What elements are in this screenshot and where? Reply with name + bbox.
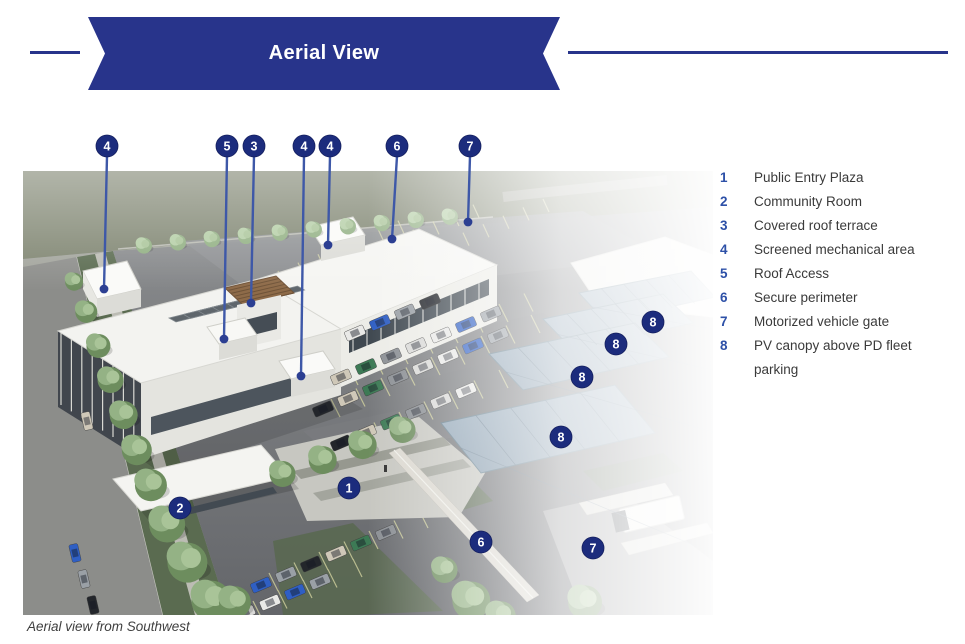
callout-marker-6 — [385, 134, 409, 158]
aerial-rendering-image — [23, 171, 713, 615]
legend-number: 4 — [720, 242, 728, 257]
legend-label: PV canopy above PD fleet parking — [754, 338, 912, 377]
legend-number: 8 — [720, 338, 728, 353]
callout-marker-label: 7 — [467, 139, 474, 153]
callout-marker-5 — [215, 134, 239, 158]
legend-item: 3 Covered roof terrace — [720, 214, 948, 238]
legend-label: Public Entry Plaza — [754, 170, 864, 185]
legend-item: 2 Community Room — [720, 190, 948, 214]
divider-line-left — [30, 51, 80, 54]
callout-marker-4 — [95, 134, 119, 158]
callout-marker-3 — [242, 134, 266, 158]
divider-line-right — [568, 51, 948, 54]
legend-number: 6 — [720, 290, 728, 305]
legend-label: Covered roof terrace — [754, 218, 878, 233]
legend-number: 5 — [720, 266, 728, 281]
callout-marker-label: 6 — [394, 139, 401, 153]
legend-label: Community Room — [754, 194, 863, 209]
legend-number: 3 — [720, 218, 728, 233]
callout-marker-4 — [318, 134, 342, 158]
legend-item: 6 Secure perimeter — [720, 286, 948, 310]
callout-marker-7 — [458, 134, 482, 158]
legend-label: Roof Access — [754, 266, 830, 281]
legend-number: 2 — [720, 194, 728, 209]
legend-item: 5 Roof Access — [720, 262, 948, 286]
legend-number: 7 — [720, 314, 728, 329]
callout-marker-label: 3 — [251, 139, 258, 153]
legend-item: 1 Public Entry Plaza — [720, 166, 948, 190]
legend-label: Screened mechanical area — [754, 242, 915, 257]
callout-marker-4 — [292, 134, 316, 158]
legend-number: 1 — [720, 170, 728, 185]
legend: 1 Public Entry Plaza 2 Community Room 3 Cover… — [720, 166, 948, 382]
aerial-rendering-scene — [23, 171, 713, 615]
callout-marker-label: 4 — [327, 139, 334, 153]
legend-item: 8 PV canopy above PD fleet parking — [720, 334, 948, 382]
callout-marker-label: 4 — [104, 139, 111, 153]
legend-item: 4 Screened mechanical area — [720, 238, 948, 262]
section-banner: Aerial View — [88, 17, 560, 90]
callout-marker-label: 5 — [224, 139, 231, 153]
legend-item: 7 Motorized vehicle gate — [720, 310, 948, 334]
callout-marker-label: 4 — [301, 139, 308, 153]
legend-label: Secure perimeter — [754, 290, 858, 305]
figure-caption: Aerial view from Southwest — [27, 619, 190, 634]
legend-label: Motorized vehicle gate — [754, 314, 890, 329]
page-title: Aerial View — [268, 42, 380, 64]
